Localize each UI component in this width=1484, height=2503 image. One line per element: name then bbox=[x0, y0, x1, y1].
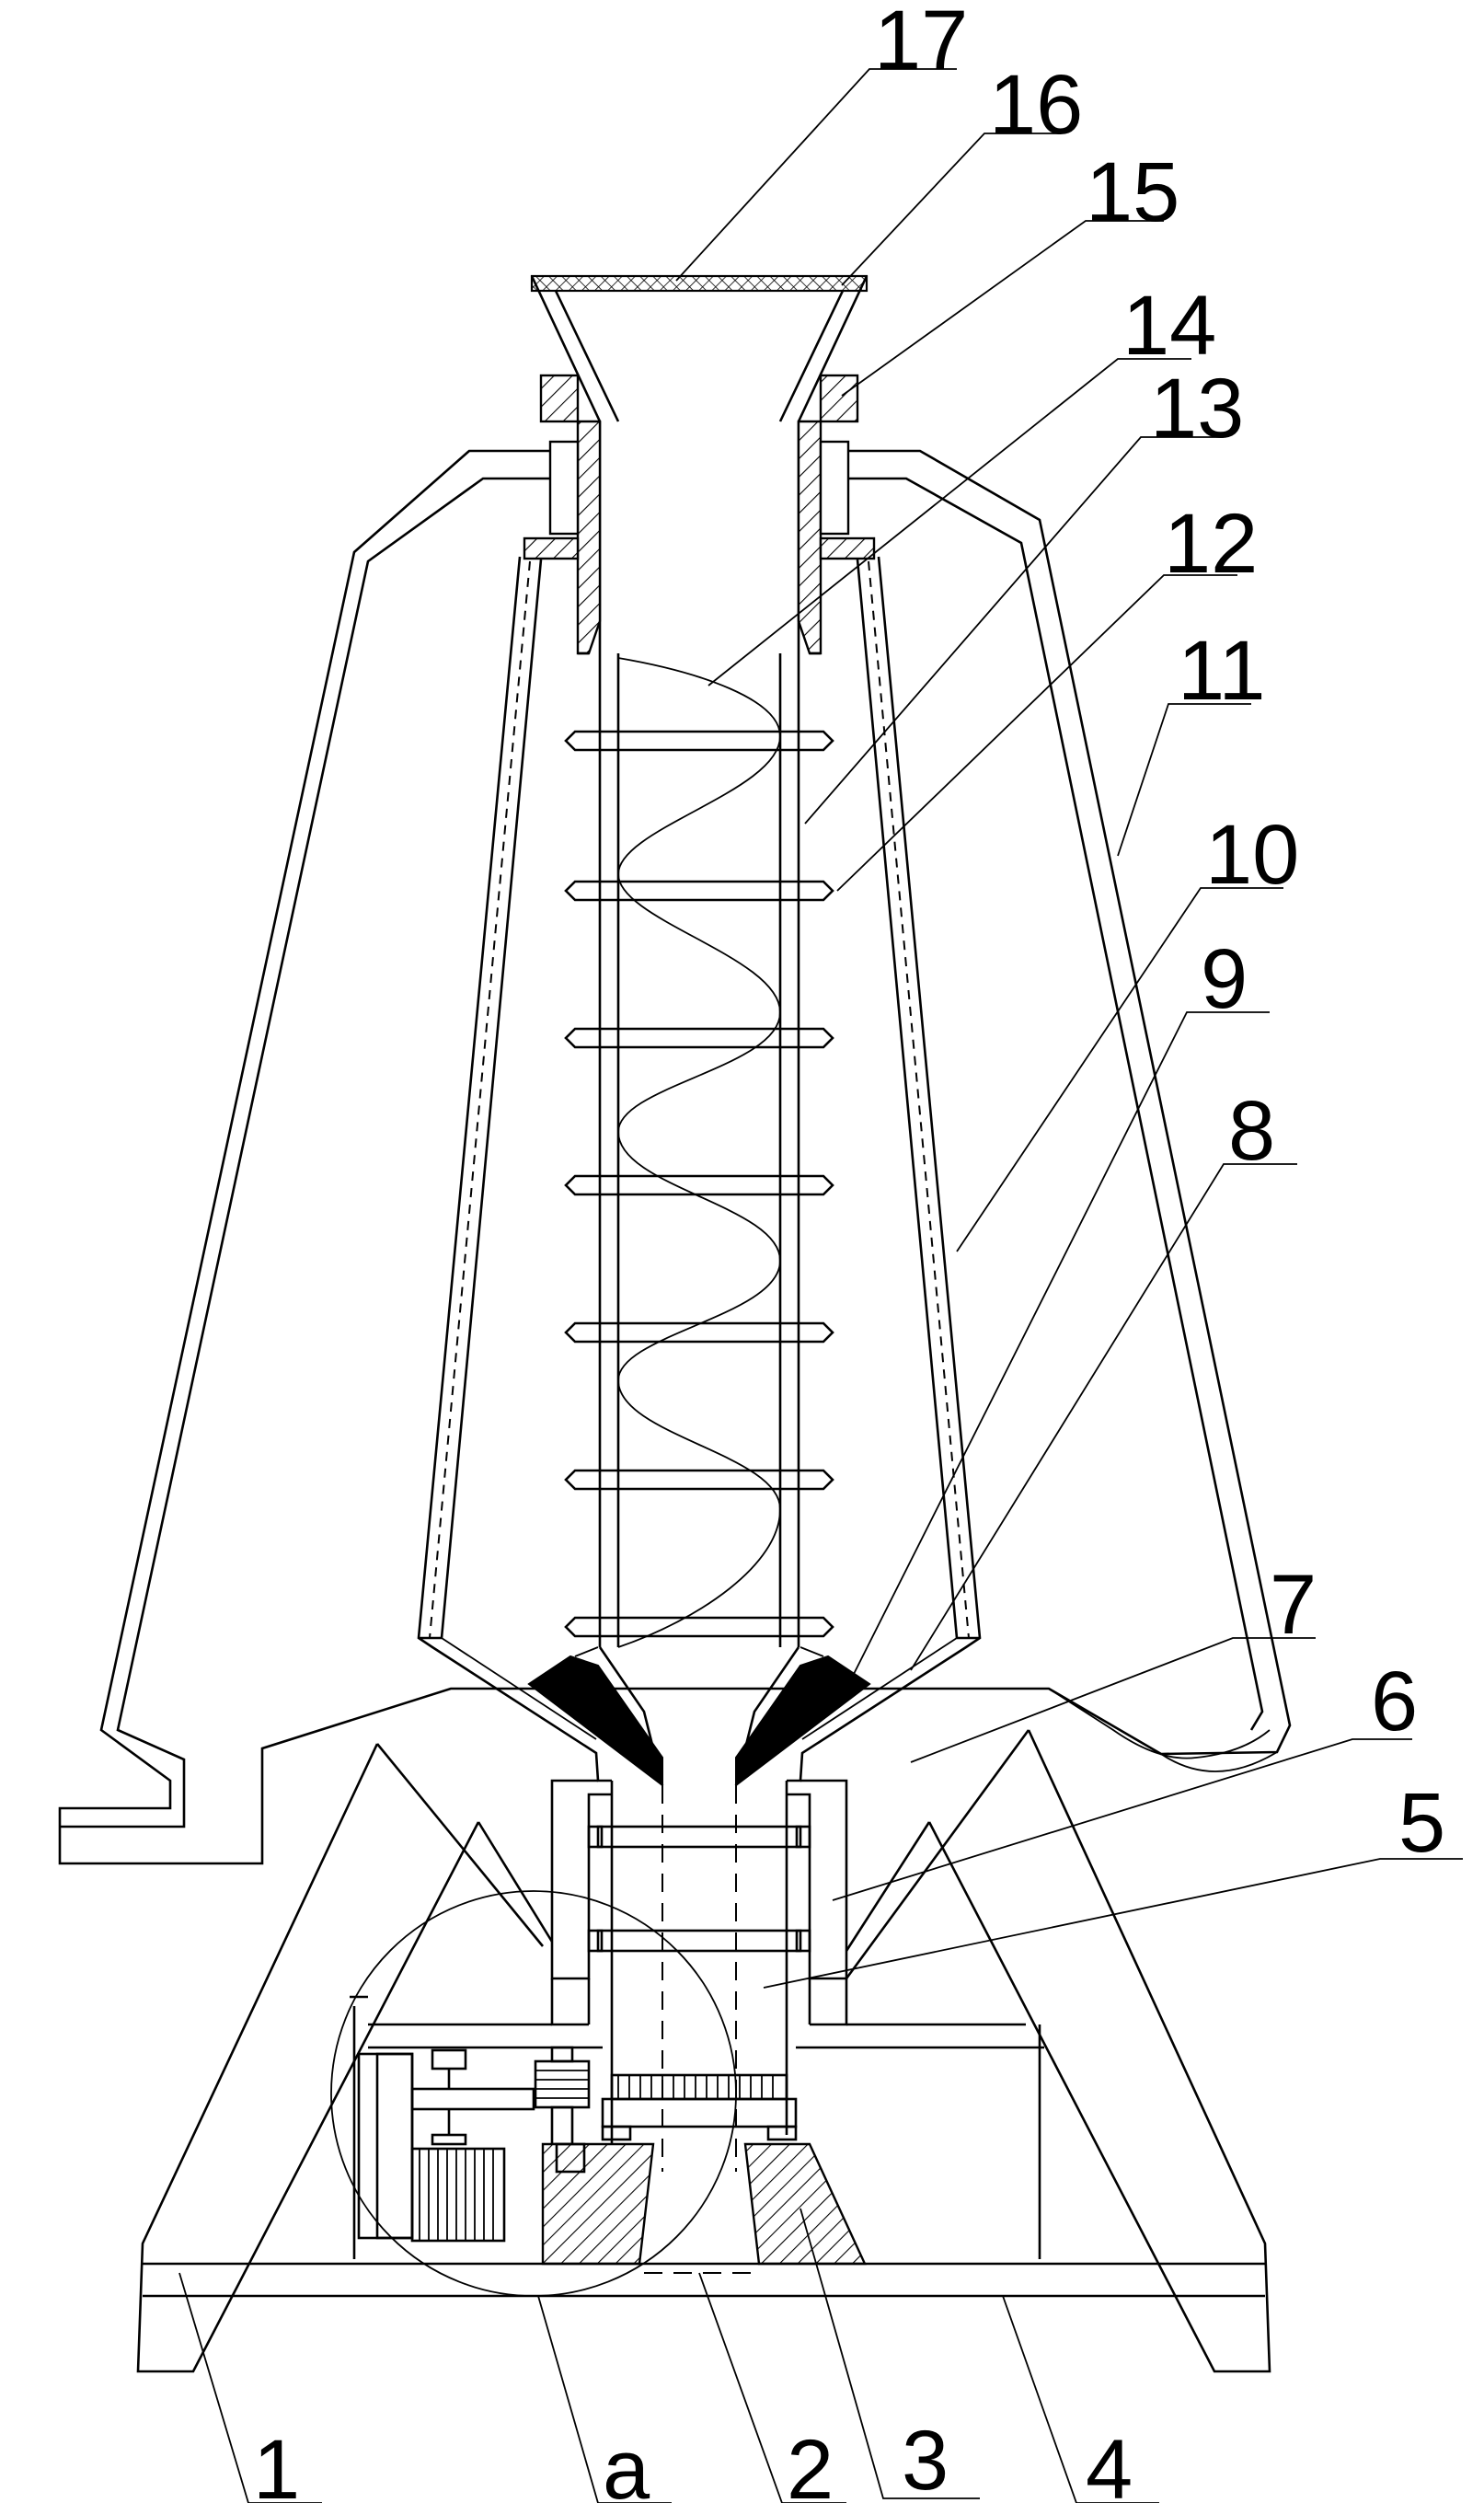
leader-lines bbox=[178, 68, 1463, 2503]
label-3: 3 bbox=[902, 2414, 949, 2503]
top-screen-mesh bbox=[530, 274, 869, 293]
support-frame bbox=[136, 1729, 1271, 2373]
label-1: 1 bbox=[253, 2423, 300, 2503]
label-17: 17 bbox=[874, 0, 968, 87]
label-2: 2 bbox=[787, 2423, 834, 2503]
label-11: 11 bbox=[1178, 624, 1266, 718]
label-13: 13 bbox=[1150, 362, 1244, 456]
label-10: 10 bbox=[1205, 808, 1299, 902]
crushing-rods bbox=[564, 730, 834, 1638]
label-16: 16 bbox=[989, 58, 1083, 152]
label-12: 12 bbox=[1164, 497, 1258, 591]
pinion-gear bbox=[534, 2059, 591, 2109]
screen-drum bbox=[417, 556, 982, 1782]
outer-housing bbox=[58, 449, 1292, 1865]
drive-mechanism bbox=[350, 1995, 1044, 2266]
right-flange bbox=[819, 374, 859, 423]
left-bearing-seat bbox=[541, 2142, 655, 2266]
right-bearing-seat bbox=[743, 2142, 867, 2266]
discharge-funnel bbox=[527, 1646, 871, 1788]
drive-motor bbox=[357, 2052, 506, 2243]
left-flange bbox=[539, 374, 580, 423]
left-scraper-blade bbox=[527, 1655, 663, 1788]
spiral-blade bbox=[617, 657, 781, 1648]
part-labels: 17 16 15 14 13 12 11 10 9 8 7 6 5 1 a 2 … bbox=[253, 0, 1445, 2503]
label-9: 9 bbox=[1201, 932, 1248, 1026]
label-15: 15 bbox=[1086, 145, 1179, 239]
label-6: 6 bbox=[1371, 1655, 1418, 1748]
label-7: 7 bbox=[1270, 1558, 1317, 1652]
label-4: 4 bbox=[1086, 2423, 1133, 2503]
feed-hopper bbox=[523, 274, 876, 1647]
label-14: 14 bbox=[1122, 279, 1216, 373]
label-8: 8 bbox=[1228, 1084, 1275, 1178]
central-shaft bbox=[564, 653, 834, 1648]
label-a: a bbox=[603, 2423, 650, 2503]
right-scraper-blade bbox=[735, 1655, 871, 1788]
label-5: 5 bbox=[1398, 1776, 1445, 1870]
drive-belt bbox=[410, 2087, 535, 2111]
